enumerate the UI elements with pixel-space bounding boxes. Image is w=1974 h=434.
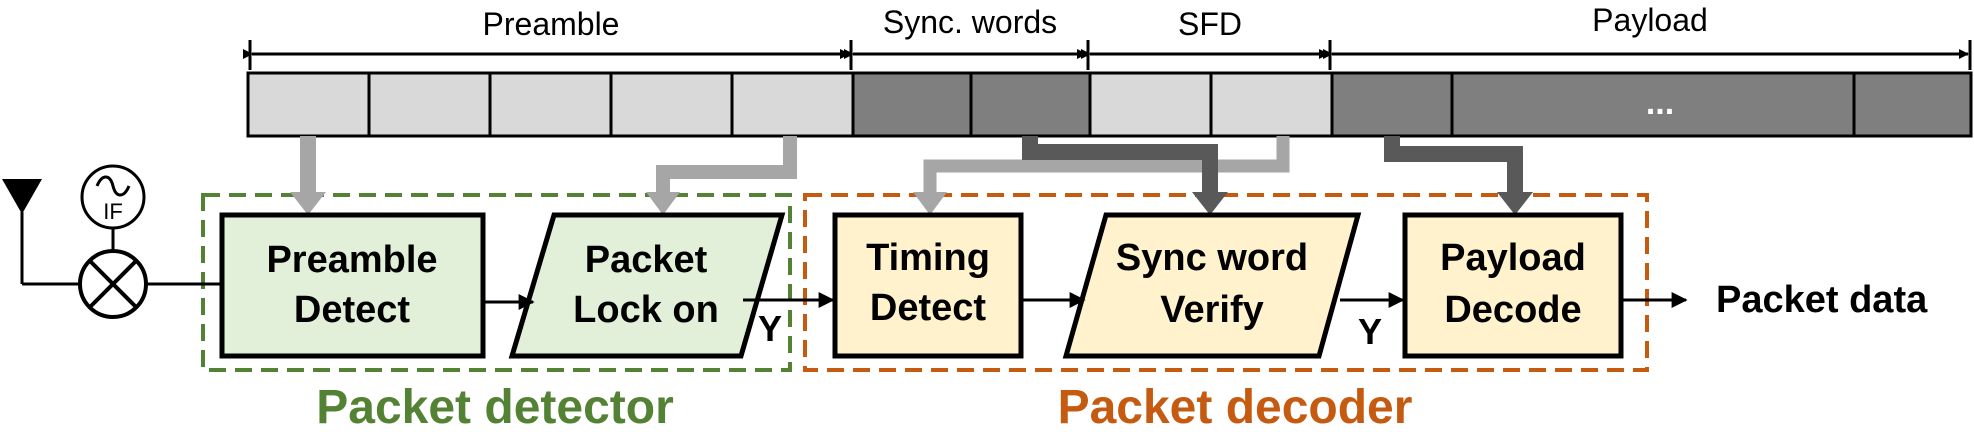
sine-wave-icon (95, 175, 131, 197)
preamble-to-lock-arrow (656, 136, 797, 193)
preamble-cell (730, 71, 855, 138)
payload-cell (1852, 71, 1973, 138)
sync-words-to-verify-arrow (1022, 136, 1218, 193)
rf-front-end: IF (2, 164, 222, 319)
payload-cell (1330, 71, 1454, 138)
preamble-cell (609, 71, 734, 138)
packet-lock-on-block: Packet Lock on (508, 212, 786, 359)
segment-label-sfd: SFD (1178, 6, 1242, 42)
segment-dimension-lines (243, 40, 1972, 70)
sfd-cell (1088, 71, 1213, 138)
timing-detect-block: Timing Detect (832, 212, 1024, 359)
packet-detector-title: Packet detector (316, 381, 674, 434)
antenna-icon (2, 179, 42, 214)
preamble-cell (246, 71, 371, 138)
packet-lock-on-line2: Lock on (573, 289, 719, 331)
packet-decoder-frame (803, 193, 1649, 372)
packet-data-output-label: Packet data (1716, 279, 1928, 321)
preamble-cell (367, 71, 492, 138)
segment-label-sync-words: Sync. words (883, 4, 1057, 40)
preamble-detect-line2: Detect (294, 289, 410, 331)
payload-to-decode-arrow (1384, 136, 1523, 193)
sync-word-cell (969, 71, 1092, 138)
verify-yes-label: Y (1358, 311, 1382, 352)
payload-ellipsis: ... (1646, 84, 1674, 122)
sync-word-verify-line1: Sync word (1116, 237, 1308, 279)
oscillator-icon (80, 164, 146, 230)
packet-cells: ... (246, 71, 1973, 138)
sfd-cell (1209, 71, 1334, 138)
packet-structure: ... Preamble Sync. words SFD Payload (243, 2, 1973, 138)
preamble-cell (488, 71, 613, 138)
lock-yes-label: Y (758, 308, 782, 349)
sfd-to-timing-arrow (923, 136, 1290, 193)
sync-word-verify-line2: Verify (1160, 289, 1264, 331)
packet-decoder-title: Packet decoder (1058, 381, 1413, 434)
sync-word-cell (851, 71, 973, 138)
payload-decode-block: Payload Decode (1402, 212, 1624, 359)
feed-arrows (290, 136, 1533, 215)
timing-detect-line2: Detect (870, 287, 986, 329)
flow-arrows (485, 292, 1688, 310)
oscillator-label: IF (103, 199, 123, 224)
segment-label-payload: Payload (1592, 2, 1708, 38)
preamble-detect-block: Preamble Detect (219, 212, 486, 359)
payload-cell (1450, 71, 1856, 138)
packet-lock-on-line1: Packet (585, 239, 708, 281)
timing-detect-line1: Timing (866, 237, 990, 279)
preamble-detect-line1: Preamble (266, 239, 437, 281)
payload-decode-line1: Payload (1440, 237, 1586, 279)
sync-word-verify-block: Sync word Verify (1062, 212, 1362, 359)
segment-label-preamble: Preamble (483, 6, 620, 42)
payload-decode-line2: Decode (1444, 289, 1581, 331)
